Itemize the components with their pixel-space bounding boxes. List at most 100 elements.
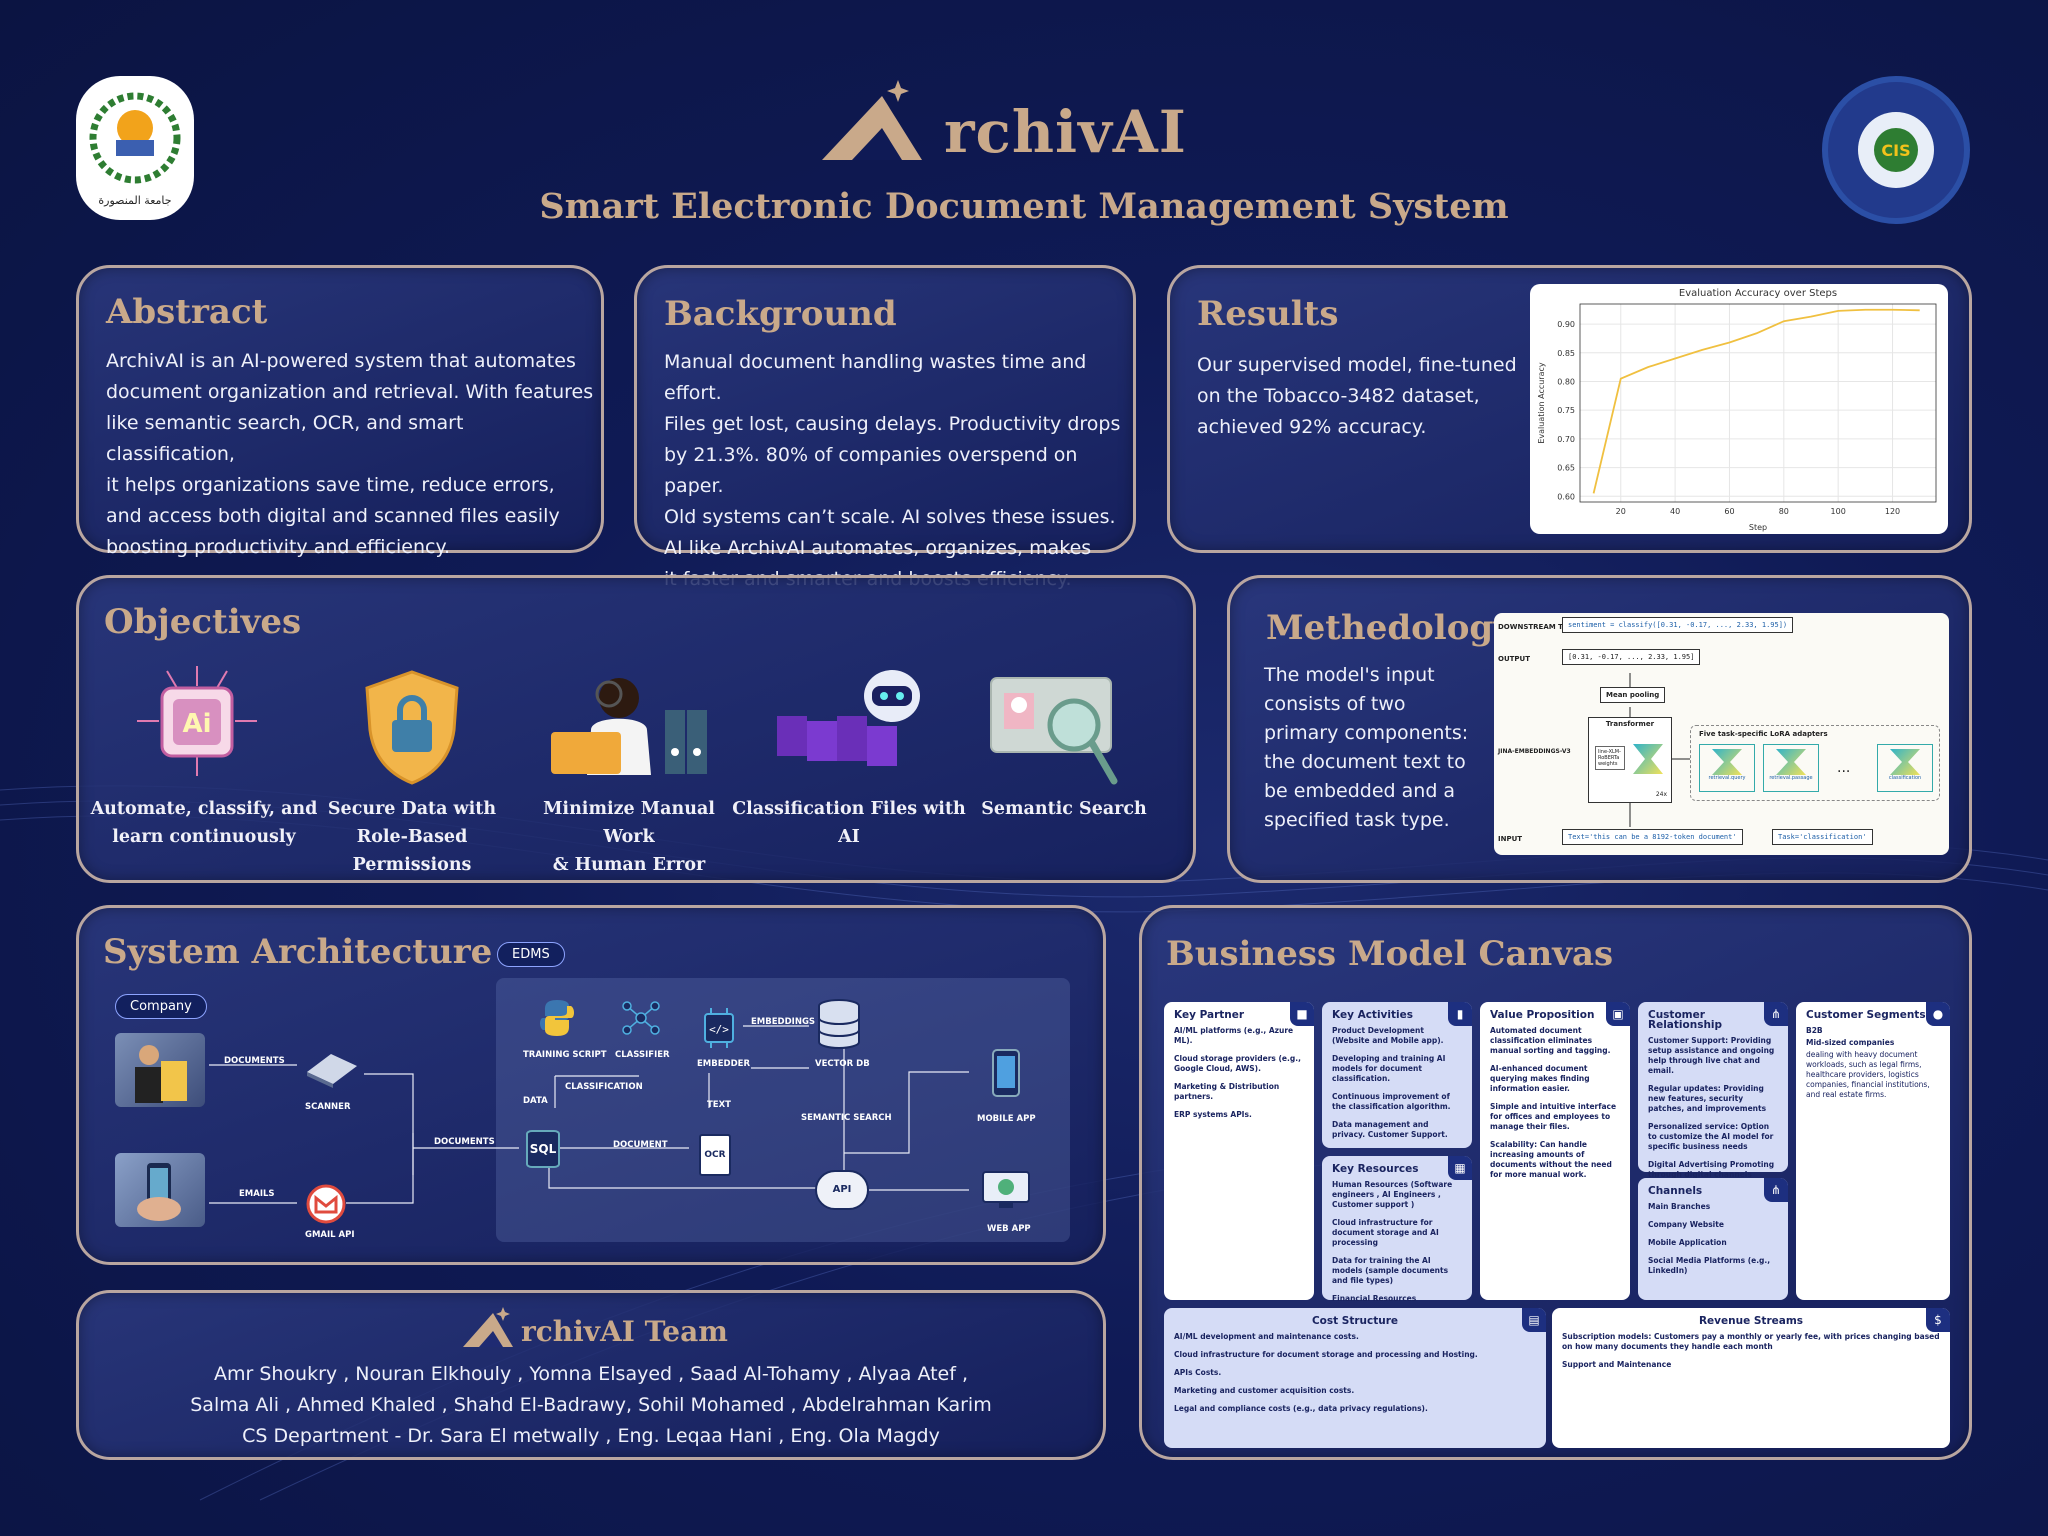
brand-logo: rchivAI	[812, 78, 1186, 168]
bmc-item: Social Media Platforms (e.g., LinkedIn)	[1648, 1256, 1771, 1275]
bmc-heading: Revenue Streams	[1698, 1315, 1804, 1327]
results-line: on the Tobacco-3482 dataset,	[1197, 385, 1480, 407]
objective-line: Classification Files with AI	[732, 799, 966, 847]
sql-label: SQL	[529, 1142, 557, 1156]
bmc-item: Marketing & Distribution partners.	[1174, 1082, 1280, 1101]
network-icon: ⋔	[1764, 1002, 1788, 1026]
methodology-title: Methedology	[1266, 608, 1513, 648]
bmc-item: Developing and training AI models for do…	[1332, 1054, 1446, 1083]
bmc-heading: Customer Relationship	[1648, 1009, 1723, 1031]
svg-text:CIS: CIS	[1881, 141, 1910, 160]
adapter-query: retrieval.query	[1699, 744, 1755, 792]
bmc-heading: Channels	[1648, 1185, 1703, 1197]
bmc-item: Marketing and customer acquisition costs…	[1174, 1386, 1355, 1395]
y-tick-label: 0.65	[1557, 464, 1575, 473]
input-label: INPUT	[1498, 835, 1523, 843]
embedder-chip-icon: </>	[704, 1008, 734, 1048]
background-text: Manual document handling wastes time and…	[664, 347, 1134, 595]
gmail-label: GMAIL API	[305, 1230, 355, 1240]
objective-secure: Secure Data with Role-Based Permissions	[307, 795, 517, 879]
phone-hand-image	[115, 1153, 205, 1227]
bmc-item: Mid-sized companies	[1806, 1038, 1895, 1047]
page-subtitle: Smart Electronic Document Management Sys…	[539, 186, 1509, 227]
transformer-box: Transformer line-XLM-RoBERTa weights 24x	[1588, 717, 1672, 803]
web-label: WEB APP	[987, 1224, 1031, 1234]
methodology-line: primary components:	[1264, 722, 1469, 744]
edms-area	[496, 978, 1070, 1242]
archivai-team-logo-icon	[463, 1307, 513, 1347]
scanner-icon	[307, 1054, 357, 1088]
y-tick-label: 0.70	[1557, 435, 1575, 444]
input-text: Text='this can be a 8192-token document'	[1562, 829, 1743, 845]
abstract-line: boosting productivity and efficiency.	[106, 536, 451, 558]
objective-line: Semantic Search	[981, 799, 1147, 819]
background-line: AI like ArchivAI automates, organizes, m…	[664, 537, 1092, 559]
documents-flow-label: DOCUMENTS	[434, 1137, 495, 1147]
edms-chip: EDMS	[497, 942, 565, 967]
side-label: JINA-EMBEDDINGS-V3	[1498, 748, 1571, 755]
bmc-item: Data management and privacy. Customer Su…	[1332, 1120, 1448, 1139]
team-members-line: Salma Ali , Ahmed Khaled , Shahd El-Badr…	[190, 1394, 992, 1416]
x-tick-label: 20	[1616, 507, 1626, 516]
bmc-item: Data for training the AI models (sample …	[1332, 1256, 1449, 1285]
bmc-item: Company Website	[1648, 1220, 1724, 1229]
adapter-bowtie	[1633, 744, 1663, 774]
adapter-bowtie	[1712, 749, 1742, 775]
objective-automate: Automate, classify, and learn continuous…	[79, 795, 329, 851]
y-tick-label: 0.80	[1557, 377, 1575, 386]
architecture-title: System Architecture	[103, 932, 493, 972]
bmc-item: AI/ML platforms (e.g., Azure ML).	[1174, 1026, 1294, 1045]
bmc-item: AI-enhanced document querying makes find…	[1490, 1064, 1590, 1093]
abstract-text: ArchivAI is an AI-powered system that au…	[106, 346, 596, 563]
x-tick-label: 100	[1831, 507, 1846, 516]
bmc-heading: Key Partner	[1174, 1009, 1245, 1021]
archivai-logo-icon	[822, 80, 922, 160]
x-tick-label: 60	[1724, 507, 1734, 516]
x-tick-label: 120	[1885, 507, 1900, 516]
team-brand: rchivAI Team	[459, 1305, 759, 1351]
y-tick-label: 0.75	[1557, 406, 1575, 415]
document-label: DOCUMENT	[613, 1140, 668, 1150]
training-label: TRAINING SCRIPT	[523, 1050, 607, 1060]
bmc-item: APIs Costs.	[1174, 1368, 1222, 1377]
search-document-icon	[990, 677, 1118, 785]
businessman-image	[115, 1033, 205, 1107]
adapter-label: retrieval.query	[1708, 775, 1746, 781]
team-supervisors-line: CS Department - Dr. Sara El metwally , E…	[242, 1425, 940, 1447]
bmc-item: Financial Resources	[1332, 1294, 1417, 1303]
ocr-node: OCR	[699, 1134, 731, 1176]
transformer-label: Transformer	[1605, 720, 1655, 728]
vectordb-label: VECTOR DB	[815, 1059, 870, 1069]
bmc-item: Regular updates: Providing new features,…	[1648, 1084, 1767, 1113]
methodology-line: the document text to	[1264, 751, 1466, 773]
adapter-label: retrieval.passage	[1769, 775, 1813, 781]
embeddings-label: EMBEDDINGS	[751, 1017, 816, 1027]
bmc-item: AI/ML development and maintenance costs.	[1174, 1332, 1359, 1341]
person-laptop-icon	[551, 678, 707, 775]
adapter-bowtie	[1890, 749, 1920, 775]
bmc-customer-relationship: ⋔ Customer Relationship Customer Support…	[1638, 1002, 1788, 1189]
robot-files-icon	[777, 670, 920, 766]
adapter-bowtie	[1776, 749, 1806, 775]
web-app-icon	[982, 1171, 1030, 1208]
gift-icon: ▣	[1606, 1002, 1630, 1026]
ocr-label: OCR	[704, 1150, 726, 1160]
bmc-item: Automated document classification elimin…	[1490, 1026, 1611, 1055]
objective-line: Automate, classify, and	[90, 799, 318, 819]
x-tick-label: 80	[1779, 507, 1789, 516]
bmc-revenue-streams: $ Revenue Streams Subscription models: C…	[1552, 1308, 1950, 1448]
background-line: Old systems can’t scale. AI solves these…	[664, 506, 1116, 528]
ai-chip-icon: Ai	[137, 666, 257, 776]
bmc-value-proposition: ▣ Value Proposition Automated document c…	[1480, 1002, 1630, 1300]
downstream-code: sentiment = classify([0.31, -0.17, ..., …	[1562, 617, 1794, 633]
y-tick-label: 0.60	[1557, 492, 1575, 501]
svg-text:جامعة المنصورة: جامعة المنصورة	[98, 194, 171, 207]
businessman-icon	[135, 1045, 187, 1103]
x-tick-label: 40	[1670, 507, 1680, 516]
classification-label: CLASSIFICATION	[565, 1082, 643, 1092]
objectives-panel: Objectives Ai Automate, classify, and le…	[76, 575, 1196, 883]
company-chip: Company	[115, 994, 207, 1019]
layer-count: 24x	[1655, 791, 1667, 798]
building-icon: ▦	[1448, 1156, 1472, 1180]
svg-text:</>: </>	[709, 1023, 729, 1036]
